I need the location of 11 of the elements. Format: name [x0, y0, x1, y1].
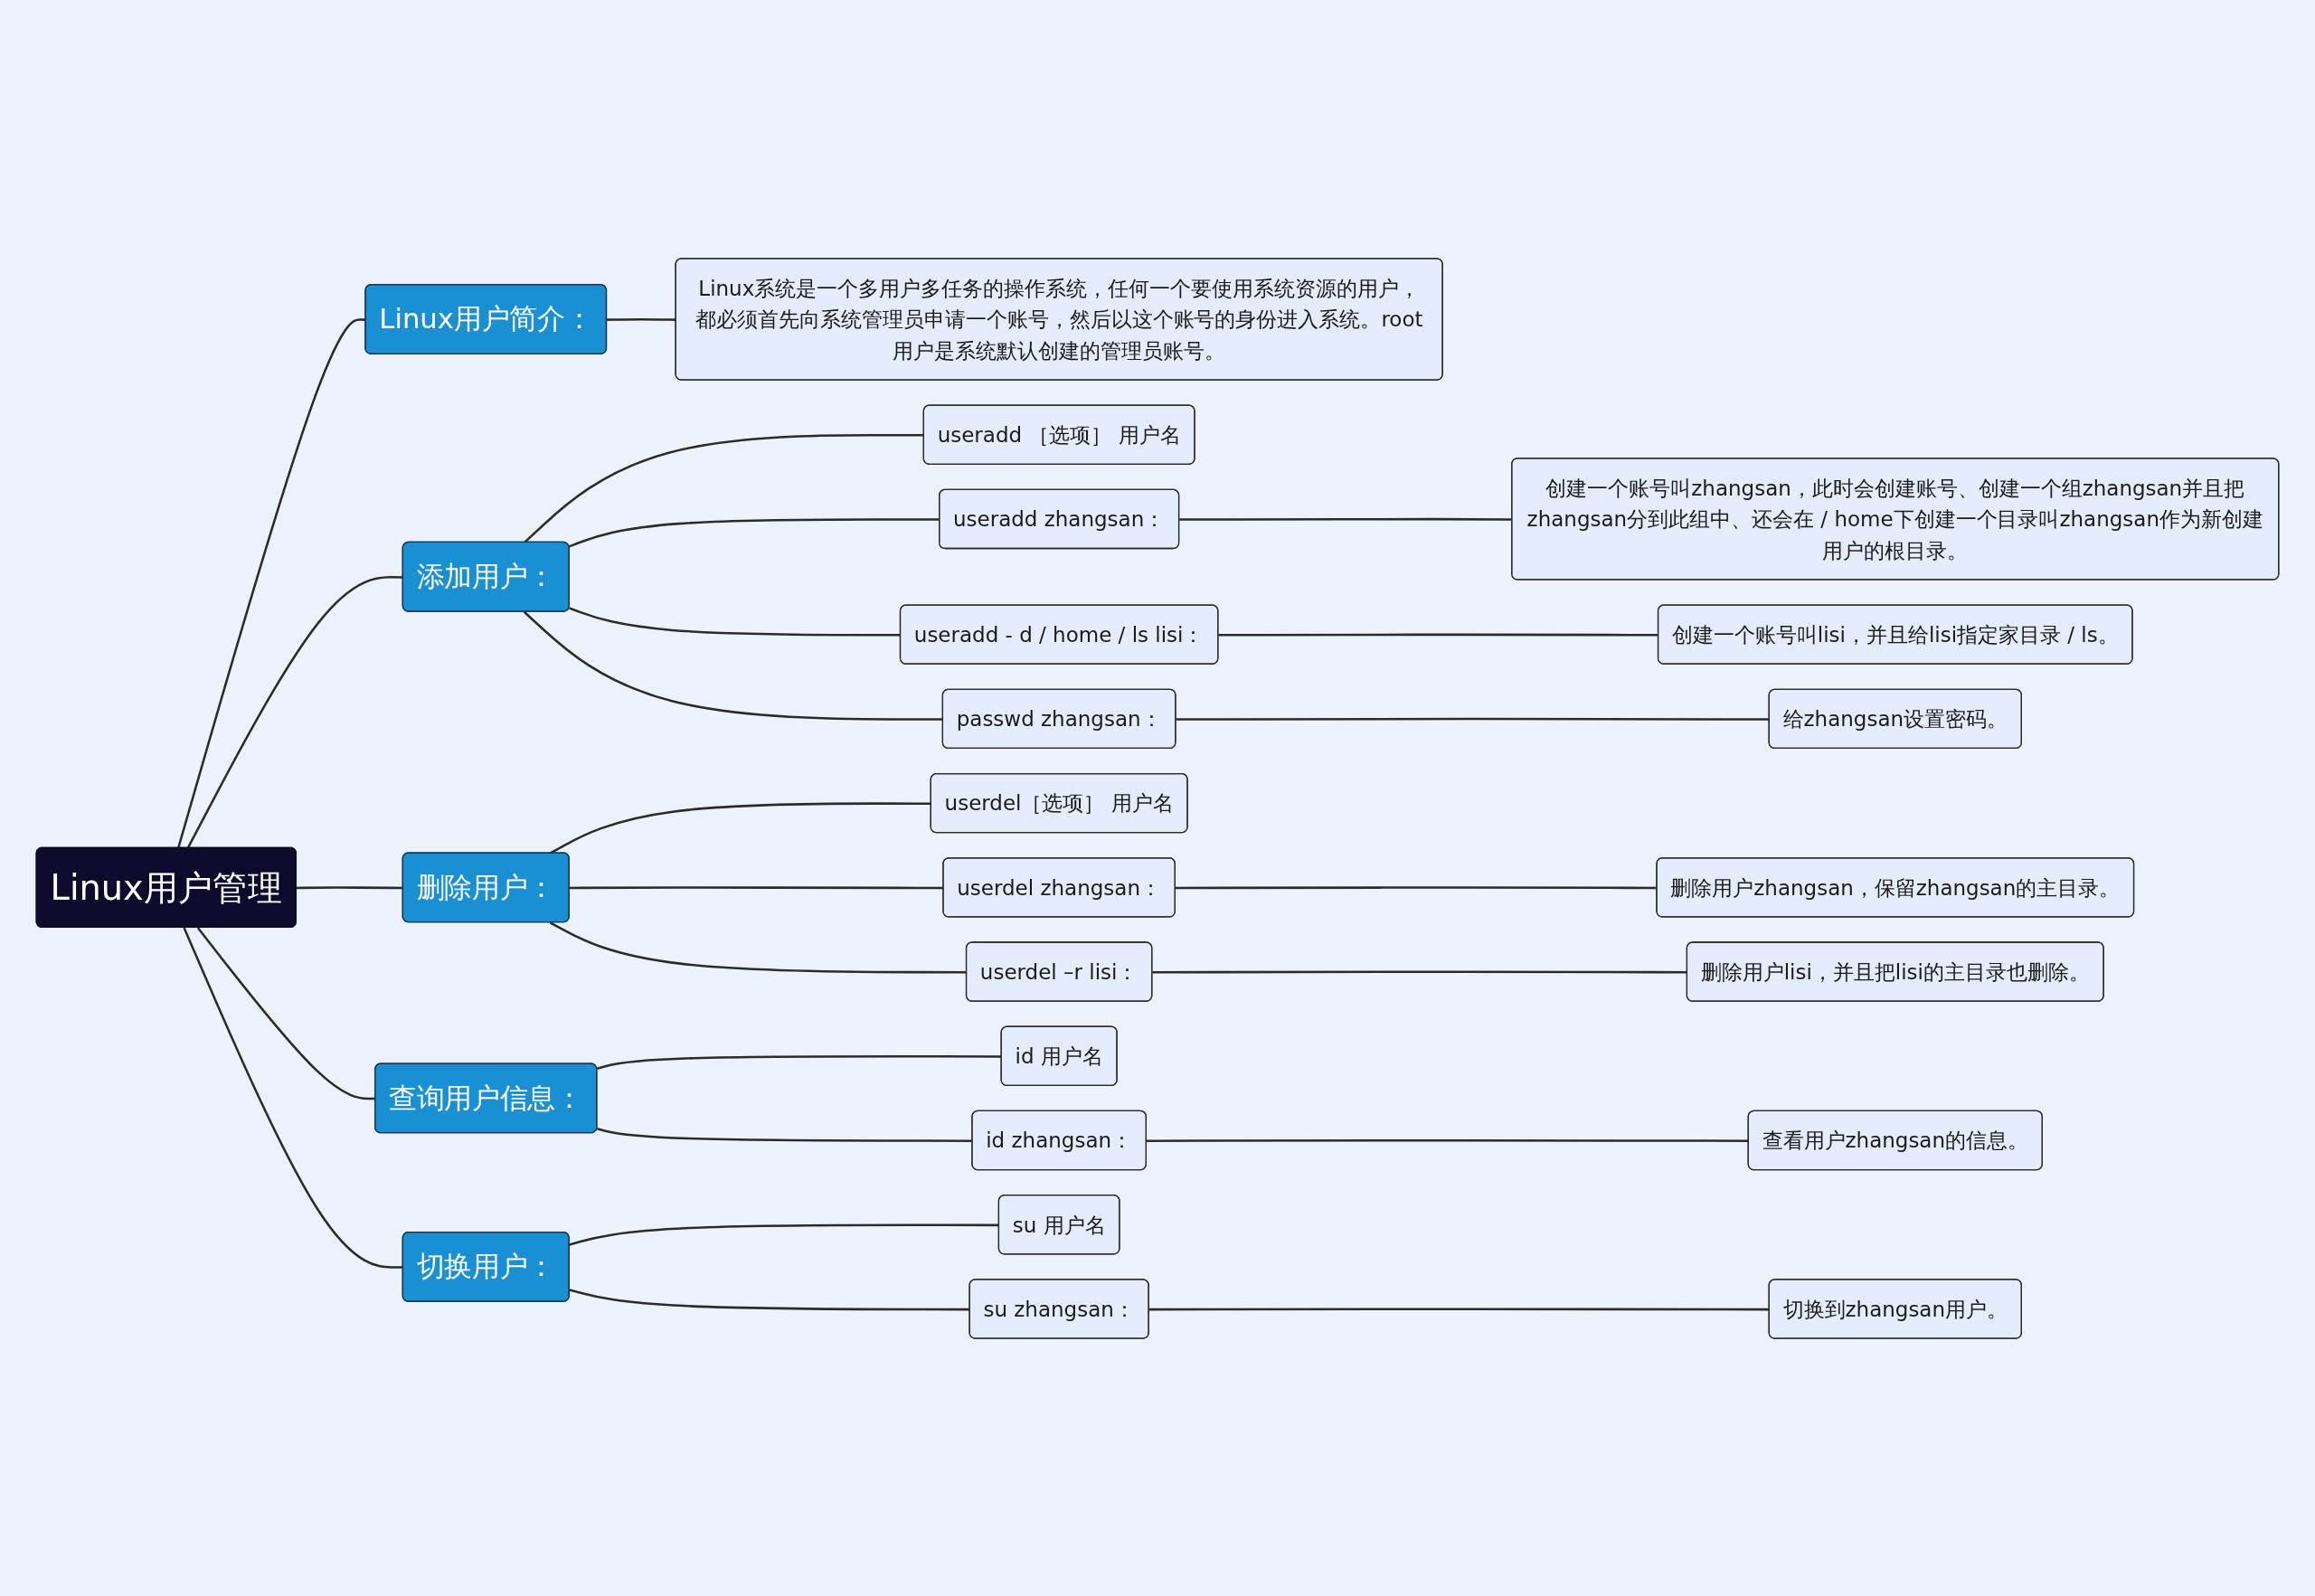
connector	[597, 1054, 1002, 1070]
connector	[186, 575, 403, 848]
connector	[1175, 885, 1658, 889]
connector	[1147, 1138, 1749, 1142]
connector	[183, 927, 403, 1269]
connector	[297, 885, 403, 889]
connector	[1148, 1307, 1770, 1310]
connector	[607, 317, 676, 321]
connector	[176, 317, 366, 848]
connector	[1176, 717, 1770, 721]
connector	[569, 1288, 970, 1310]
